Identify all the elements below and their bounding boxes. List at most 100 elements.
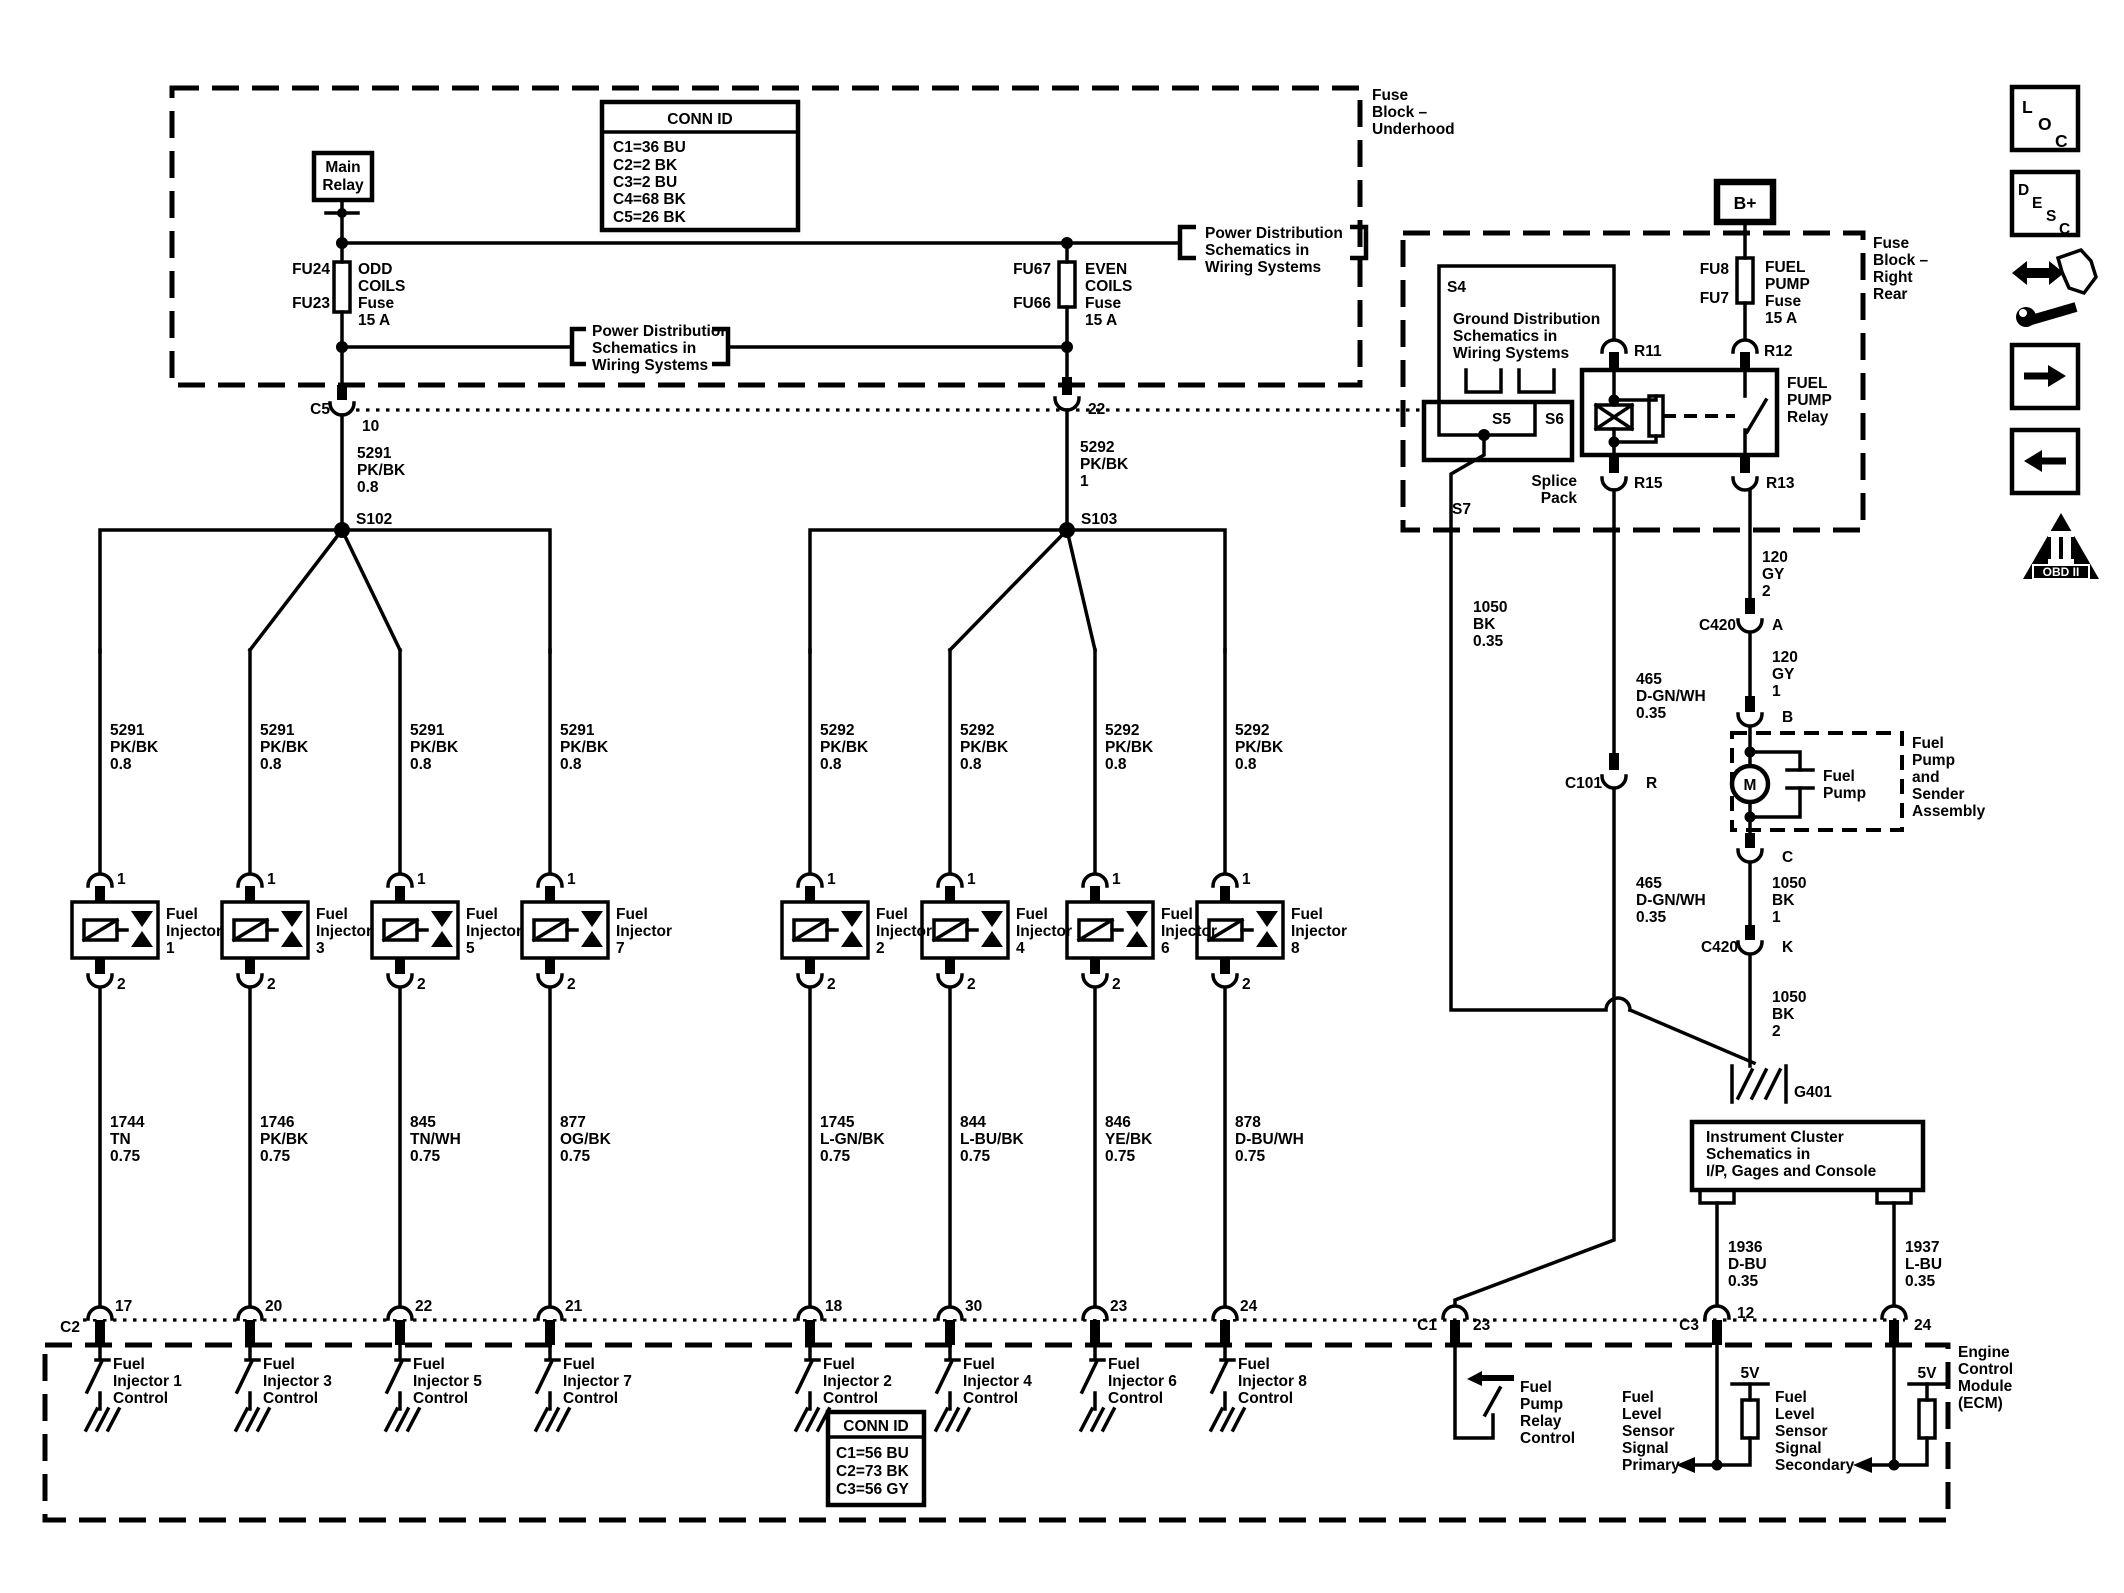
- valve-icon: [281, 911, 303, 947]
- coil-diagonal: [531, 917, 570, 943]
- ground-icon: [793, 1406, 832, 1433]
- pin-label: 1: [827, 871, 836, 888]
- pin-label: 2: [117, 976, 126, 993]
- back-button[interactable]: [2009, 427, 2081, 496]
- connector-arc: [86, 872, 114, 888]
- resistor-icon: [1740, 1398, 1760, 1440]
- ground-ref-label: Schematics in: [1453, 328, 1557, 345]
- wire-label: 5291: [560, 722, 595, 739]
- relay-name: PUMP: [1787, 392, 1832, 409]
- ground-label: G401: [1794, 1084, 1832, 1101]
- back-box[interactable]: [2009, 427, 2081, 496]
- connector-arc: [1081, 872, 1109, 888]
- loc-button[interactable]: L O C: [2009, 84, 2081, 153]
- wire-label: L-BU: [1905, 1256, 1942, 1273]
- wrench-handle-icon: [2026, 302, 2078, 326]
- splice-label: S103: [1081, 511, 1118, 528]
- splice-label: S5: [1492, 411, 1511, 428]
- injector-name: 3: [316, 940, 325, 957]
- connector-arc: [386, 1305, 414, 1321]
- main-relay-label: Main: [325, 159, 360, 176]
- fuse-id: FU67: [1013, 261, 1051, 278]
- connector-arc: [1736, 940, 1764, 956]
- connector-arc: [936, 1305, 964, 1321]
- desc-letter: C: [2059, 221, 2070, 238]
- forward-button[interactable]: [2009, 342, 2081, 411]
- control-label: Pump: [1520, 1396, 1563, 1413]
- connector-label: C101: [1565, 775, 1602, 792]
- connector-arc: [796, 872, 824, 888]
- forward-box[interactable]: [2009, 342, 2081, 411]
- wire-label: 845: [410, 1114, 436, 1131]
- wire-label: 0.35: [1728, 1273, 1759, 1290]
- connector-label: C420: [1701, 939, 1738, 956]
- desc-button[interactable]: D E S C: [2009, 169, 2081, 238]
- injector-name: Injector: [166, 923, 222, 940]
- fls-primary-circuit: [1676, 1343, 1770, 1473]
- fuse-desc: Fuse: [1765, 293, 1802, 310]
- ecm-pin-label: 24: [1240, 1298, 1258, 1315]
- ecm-connectors: [1441, 1304, 1908, 1345]
- driver-arrow: [1467, 1371, 1482, 1386]
- wire: [1748, 750, 1802, 819]
- pump-label: Pump: [1823, 785, 1866, 802]
- obd-pillar-icon: [2048, 559, 2074, 564]
- wire: [1449, 433, 1757, 1066]
- wire-label: 1936: [1728, 1239, 1763, 1256]
- pin-label: C: [1782, 849, 1793, 866]
- relay-pin-label: R11: [1634, 343, 1662, 360]
- signal-label: Primary: [1622, 1457, 1680, 1474]
- coil-diagonal: [81, 917, 120, 943]
- signal-label: Sensor: [1622, 1423, 1675, 1440]
- obd-band: [2032, 564, 2090, 580]
- wire-label: 5292: [1080, 439, 1114, 456]
- wire-label: D-BU/WH: [1235, 1131, 1304, 1148]
- box-label: Fuse: [1873, 235, 1910, 252]
- splice-label: S6: [1545, 411, 1564, 428]
- ecm-pin-label: 21: [565, 1298, 583, 1315]
- junction-dot: [1888, 1459, 1900, 1471]
- control-label: Injector 3: [263, 1373, 332, 1390]
- connector-arc: [1731, 476, 1759, 492]
- underhood-circuit: [311, 150, 1369, 387]
- loc-box[interactable]: [2009, 84, 2081, 153]
- tools-icon[interactable]: [2012, 247, 2098, 327]
- pin-label: 10: [362, 418, 379, 435]
- relay-pin-label: R12: [1764, 343, 1792, 360]
- control-label: Injector 1: [113, 1373, 182, 1390]
- wire-label: 0.75: [560, 1148, 591, 1165]
- pin: [1745, 925, 1755, 940]
- connector-arc: [1441, 1304, 1469, 1320]
- valve-icon: [131, 911, 153, 947]
- injector-name: 8: [1291, 940, 1300, 957]
- pin: [1745, 696, 1755, 712]
- wire-label: 0.75: [410, 1148, 441, 1165]
- pin-label: 2: [1112, 976, 1121, 993]
- connector-arc: [1600, 774, 1628, 790]
- desc-box[interactable]: [2009, 169, 2081, 238]
- injector-name: 7: [616, 940, 625, 957]
- pin: [95, 958, 105, 974]
- control-label: Fuel: [963, 1356, 995, 1373]
- pin-label: 1: [1112, 871, 1121, 888]
- connector-arc: [1081, 973, 1109, 989]
- control-label: Fuel: [563, 1356, 595, 1373]
- wire-label: 0.8: [560, 756, 582, 773]
- connector-label: C3: [1679, 1317, 1699, 1334]
- wire-label: 1050: [1772, 989, 1806, 1006]
- wire-label: 5292: [1105, 722, 1139, 739]
- wire-label: 1050: [1772, 875, 1806, 892]
- junction-dot: [337, 208, 347, 218]
- wire-label: 846: [1105, 1114, 1131, 1131]
- control-label: Control: [563, 1390, 618, 1407]
- connector-arc: [236, 1305, 264, 1321]
- relay-name: Relay: [1787, 409, 1829, 426]
- splice-pack-box: [1421, 399, 1575, 463]
- wire-label: PK/BK: [1080, 456, 1129, 473]
- ecm-label: Control: [1958, 1361, 2013, 1378]
- wire-label: 0.35: [1905, 1273, 1936, 1290]
- connector-arc: [796, 1305, 824, 1321]
- junction-dot: [1711, 1459, 1723, 1471]
- wire-label: 0.75: [820, 1148, 851, 1165]
- wire-label: D-BU: [1728, 1256, 1767, 1273]
